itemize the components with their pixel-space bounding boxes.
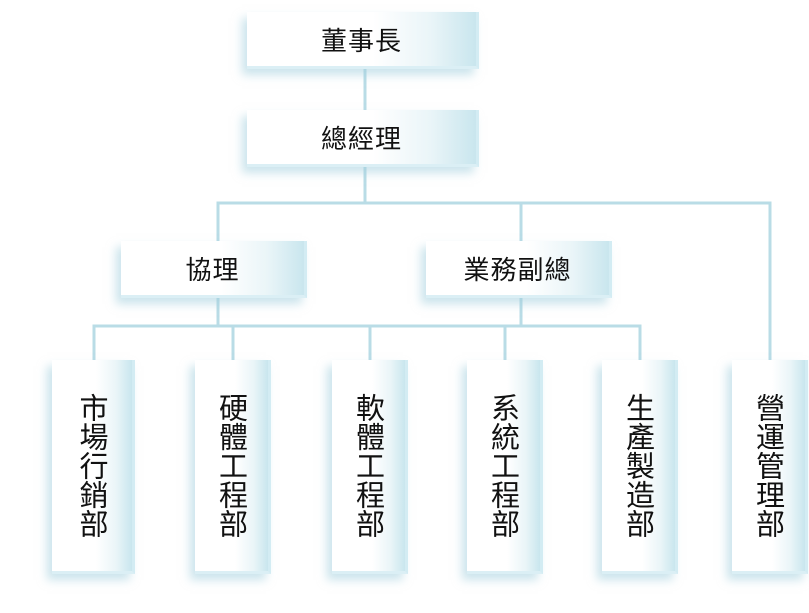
node-dept-operations: 營運管理部 [732, 360, 808, 574]
node-dept-marketing: 市場行銷部 [52, 360, 135, 574]
node-dept-manufacturing: 生產製造部 [602, 360, 678, 574]
node-general-manager: 總經理 [247, 110, 479, 167]
node-dept-systems: 系統工程部 [467, 360, 543, 574]
node-chairman: 董事長 [247, 12, 479, 69]
node-assistant-manager-label: 協理 [185, 255, 240, 286]
node-assistant-manager: 協理 [121, 241, 307, 298]
node-business-vp: 業務副總 [426, 241, 612, 298]
node-business-vp-label: 業務副總 [463, 255, 572, 286]
node-dept-label: 軟體工程部 [351, 393, 386, 538]
node-dept-hardware: 硬體工程部 [195, 360, 271, 574]
node-dept-label: 系統工程部 [486, 393, 521, 538]
node-general-manager-label: 總經理 [320, 124, 402, 155]
node-chairman-label: 董事長 [320, 26, 402, 57]
node-dept-label: 市場行銷部 [75, 393, 109, 538]
node-dept-software: 軟體工程部 [332, 360, 408, 574]
node-dept-label: 生產製造部 [621, 393, 656, 538]
node-dept-label: 營運管理部 [751, 393, 786, 538]
node-dept-label: 硬體工程部 [214, 393, 249, 538]
